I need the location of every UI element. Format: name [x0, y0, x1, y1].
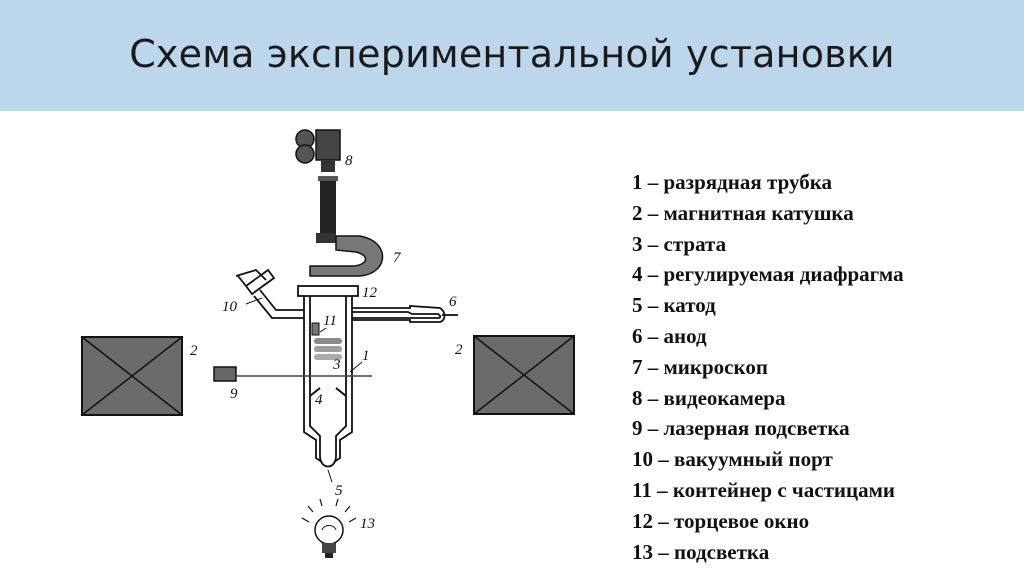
- callout-5: 5: [335, 483, 343, 499]
- title-bar: Схема экспериментальной установки: [0, 0, 1024, 111]
- callout-2-left: 2: [190, 343, 198, 359]
- legend-item: 5 – катод: [632, 293, 716, 318]
- microscope: [309, 176, 384, 277]
- callout-3: 3: [332, 357, 341, 373]
- legend-item: 8 – видеокамера: [632, 385, 786, 410]
- callout-11: 11: [323, 313, 337, 329]
- particle-container: [311, 322, 320, 336]
- diaphragm: [309, 387, 347, 397]
- legend-item: 13 – подсветка: [632, 539, 770, 564]
- callout-6: 6: [449, 294, 457, 310]
- legend-item: 3 – страта: [632, 231, 727, 256]
- legend-item: 11 – контейнер с частицами: [632, 477, 896, 502]
- magnetic-coil-right: [473, 335, 575, 415]
- legend-item: 4 – регулируемая диафрагма: [632, 262, 904, 287]
- callout-13: 13: [360, 516, 375, 532]
- legend-item: 12 – торцевое окно: [632, 508, 810, 533]
- leader-lines: [245, 297, 363, 483]
- legend-item: 10 – вакуумный порт: [632, 447, 833, 472]
- discharge-tube: [235, 268, 458, 468]
- legend: 1 – разрядная трубка 2 – магнитная катуш…: [632, 167, 904, 567]
- legend-item: 7 – микроскоп: [632, 354, 768, 379]
- callout-8: 8: [345, 153, 353, 169]
- callout-7: 7: [393, 250, 402, 266]
- magnetic-coil-left: [81, 336, 183, 416]
- laser: [213, 366, 372, 382]
- legend-item: 1 – разрядная трубка: [632, 170, 832, 194]
- slide-title: Схема экспериментальной установки: [129, 32, 895, 76]
- callout-12: 12: [362, 285, 378, 301]
- legend-item: 2 – магнитная катушка: [632, 200, 854, 225]
- bulb-icon: [301, 498, 357, 558]
- setup-diagram: 1 2 2 3 4 5 6 7 8 9 10 11 12 13: [81, 129, 575, 558]
- legend-item: 6 – анод: [632, 323, 707, 348]
- callout-9: 9: [230, 386, 238, 402]
- legend-item: 9 – лазерная подсветка: [632, 416, 850, 441]
- callout-10: 10: [222, 299, 238, 315]
- callout-1: 1: [362, 348, 370, 364]
- video-camera: [295, 129, 341, 172]
- striation: [314, 338, 342, 360]
- callout-2-right: 2: [455, 342, 463, 358]
- callout-4: 4: [315, 392, 323, 408]
- callouts: 1 2 2 3 4 5 6 7 8 9 10 11 12 13: [190, 153, 463, 532]
